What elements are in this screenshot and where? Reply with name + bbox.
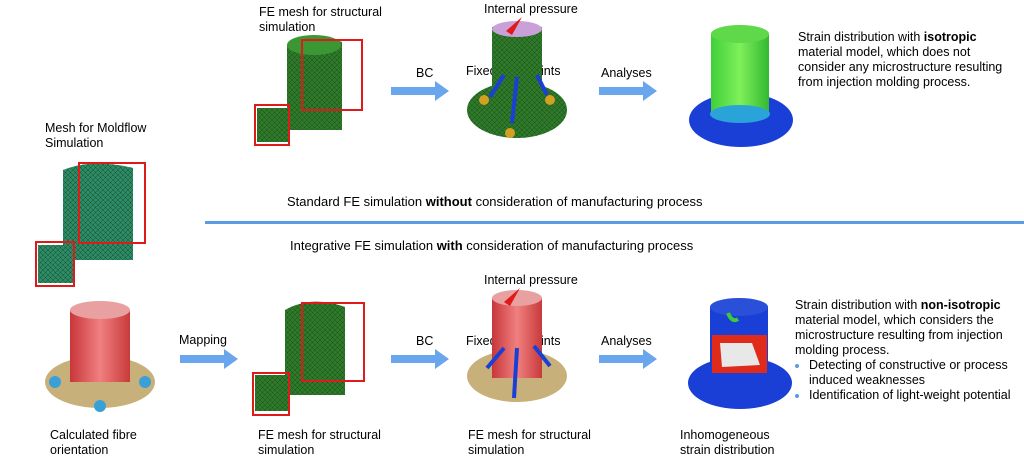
standard-simulation-heading: Standard FE simulation without considera… (287, 194, 702, 209)
bottom-result-figure (688, 298, 792, 409)
bullet-item: Detecting of constructive or process ind… (809, 358, 1020, 388)
top-result-pre: Strain distribution with (798, 30, 924, 44)
top-fe-mesh-label: FE mesh for structural simulation (259, 5, 382, 34)
top-bc-label: BC (416, 66, 434, 80)
bottom-bc-arrow (391, 349, 449, 369)
bottom-analyses-arrow (599, 349, 657, 369)
standard-bold: without (425, 194, 472, 209)
integrative-pre: Integrative FE simulation (290, 238, 437, 253)
standard-pre: Standard FE simulation (287, 194, 426, 209)
fibre-orientation-label: Calculated fibre orientation (50, 428, 137, 457)
bottom-pressure-arrow (504, 288, 520, 306)
integrative-bold: with (436, 238, 463, 253)
top-highlight-box-lower (254, 104, 290, 146)
moldflow-highlight-box-lower (35, 241, 75, 287)
bottom-result-post: material model, which considers the micr… (795, 313, 1003, 357)
mapping-arrow (180, 349, 238, 369)
bottom-fe-mesh-figure (252, 301, 365, 416)
bottom-result-text: Strain distribution with non-isotropic m… (795, 298, 1020, 403)
bottom-highlight-box-upper (301, 302, 365, 382)
bottom-bc-label: BC (416, 334, 434, 348)
top-result-bold: isotropic (923, 30, 977, 44)
integrative-simulation-heading: Integrative FE simulation with considera… (290, 238, 693, 253)
top-analyses-arrow (599, 81, 657, 101)
mapping-label: Mapping (179, 333, 227, 347)
top-bc-figure (467, 17, 567, 138)
top-bc-arrow (391, 81, 449, 101)
top-analyses-label: Analyses (601, 66, 652, 80)
moldflow-label: Mesh for Moldflow Simulation (45, 121, 147, 150)
bottom-fe-mesh-label-2: FE mesh for structural simulation (468, 428, 591, 457)
moldflow-mesh-figure (35, 162, 146, 287)
bottom-result-pre: Strain distribution with (795, 298, 921, 312)
bottom-constraint-arrows (485, 344, 552, 399)
top-result-figure (689, 25, 793, 147)
integrative-post: consideration of manufacturing process (462, 238, 694, 253)
top-pressure-arrow (506, 17, 522, 35)
standard-post: consideration of manufacturing process (471, 194, 703, 209)
bottom-result-bold: non-isotropic (920, 298, 1001, 312)
top-result-text: Strain distribution with isotropic mater… (798, 30, 1008, 90)
top-result-post: material model, which does not consider … (798, 45, 1003, 89)
bottom-internal-pressure-label: Internal pressure (484, 273, 578, 287)
bottom-result-bullets: Detecting of constructive or process ind… (795, 358, 1020, 403)
section-divider (205, 221, 1024, 224)
top-highlight-box-upper (301, 39, 363, 111)
top-internal-pressure-label: Internal pressure (484, 2, 578, 16)
top-constraint-arrows (488, 73, 549, 124)
fibre-orientation-figure (45, 301, 155, 412)
bottom-analyses-label: Analyses (601, 334, 652, 348)
bullet-item: Identification of light-weight potential (809, 388, 1020, 403)
bottom-fe-mesh-label: FE mesh for structural simulation (258, 428, 381, 457)
bottom-bc-figure (467, 288, 567, 402)
moldflow-highlight-box-upper (78, 162, 146, 244)
bottom-highlight-box-lower (252, 372, 290, 416)
inhomogeneous-label: Inhomogeneous strain distribution (680, 428, 775, 457)
top-fe-mesh-figure (254, 35, 363, 146)
